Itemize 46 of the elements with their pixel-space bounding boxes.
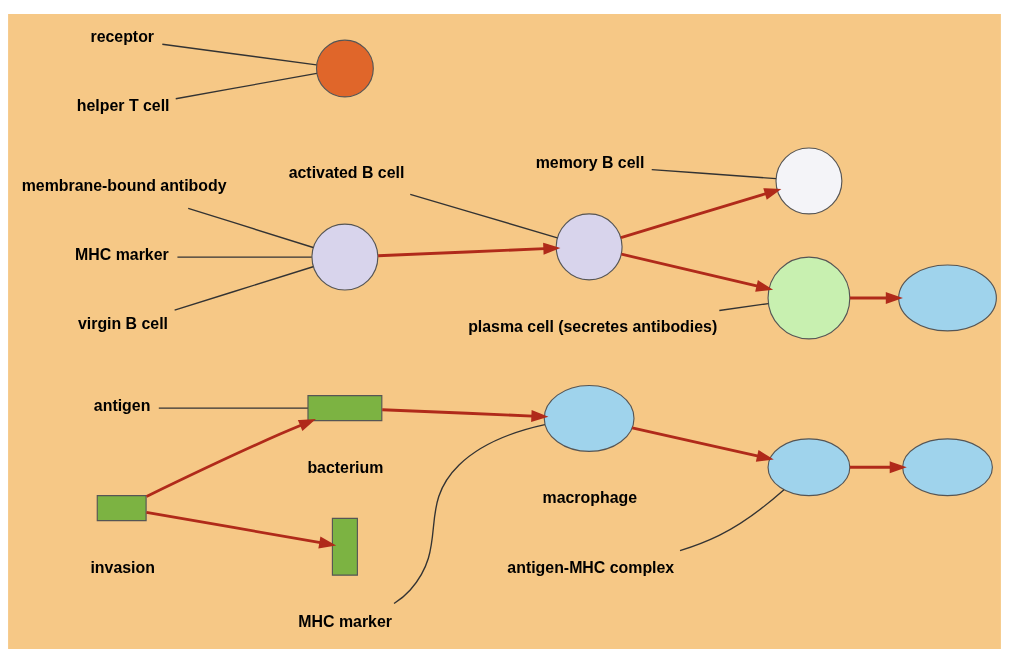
node-circle (311, 223, 379, 291)
node-text: MHC marker (298, 613, 392, 631)
node-text: memory B cell (535, 154, 645, 172)
arrow (631, 426, 774, 462)
connector (173, 266, 314, 311)
connector (161, 43, 318, 66)
arrow (620, 188, 782, 239)
node-cloud (543, 384, 635, 452)
arrow (849, 461, 907, 474)
connector (409, 193, 559, 239)
node-text: antigen (93, 397, 151, 415)
node-cloud (902, 438, 993, 497)
node-circle (767, 256, 851, 340)
arrow (382, 408, 549, 422)
node-text: helper T cell (76, 97, 170, 115)
node-bar (307, 395, 383, 422)
arrow (849, 292, 903, 304)
node-bar (96, 495, 147, 522)
node-text: antigen-MHC complex (507, 558, 675, 576)
node-cloud (767, 438, 851, 497)
node-text: MHC marker (75, 246, 169, 264)
connector (393, 423, 546, 605)
node-label: bacterium (307, 458, 384, 476)
arrow (145, 419, 316, 498)
node-circle (555, 213, 623, 281)
node-text: activated B cell (288, 164, 405, 182)
connector (158, 407, 309, 409)
node-circle (775, 147, 843, 215)
connector (175, 72, 318, 100)
node-text: plasma cell (secretes antibodies) (468, 317, 718, 335)
node-text: receptor (90, 28, 155, 46)
node-cloud (898, 264, 997, 332)
connector (718, 302, 770, 312)
node-text: virgin B cell (77, 315, 169, 333)
connector (187, 207, 314, 249)
arrow (378, 242, 561, 258)
connector (176, 256, 313, 258)
node-label: invasion (90, 558, 155, 576)
connector (651, 168, 777, 180)
connector (679, 489, 785, 552)
node-label: macrophage (542, 489, 638, 507)
node-text: membrane-bound antibody (21, 176, 227, 194)
arrow (621, 252, 774, 292)
node-bar (331, 517, 358, 576)
node-circle (315, 39, 374, 98)
arrow (146, 510, 337, 549)
